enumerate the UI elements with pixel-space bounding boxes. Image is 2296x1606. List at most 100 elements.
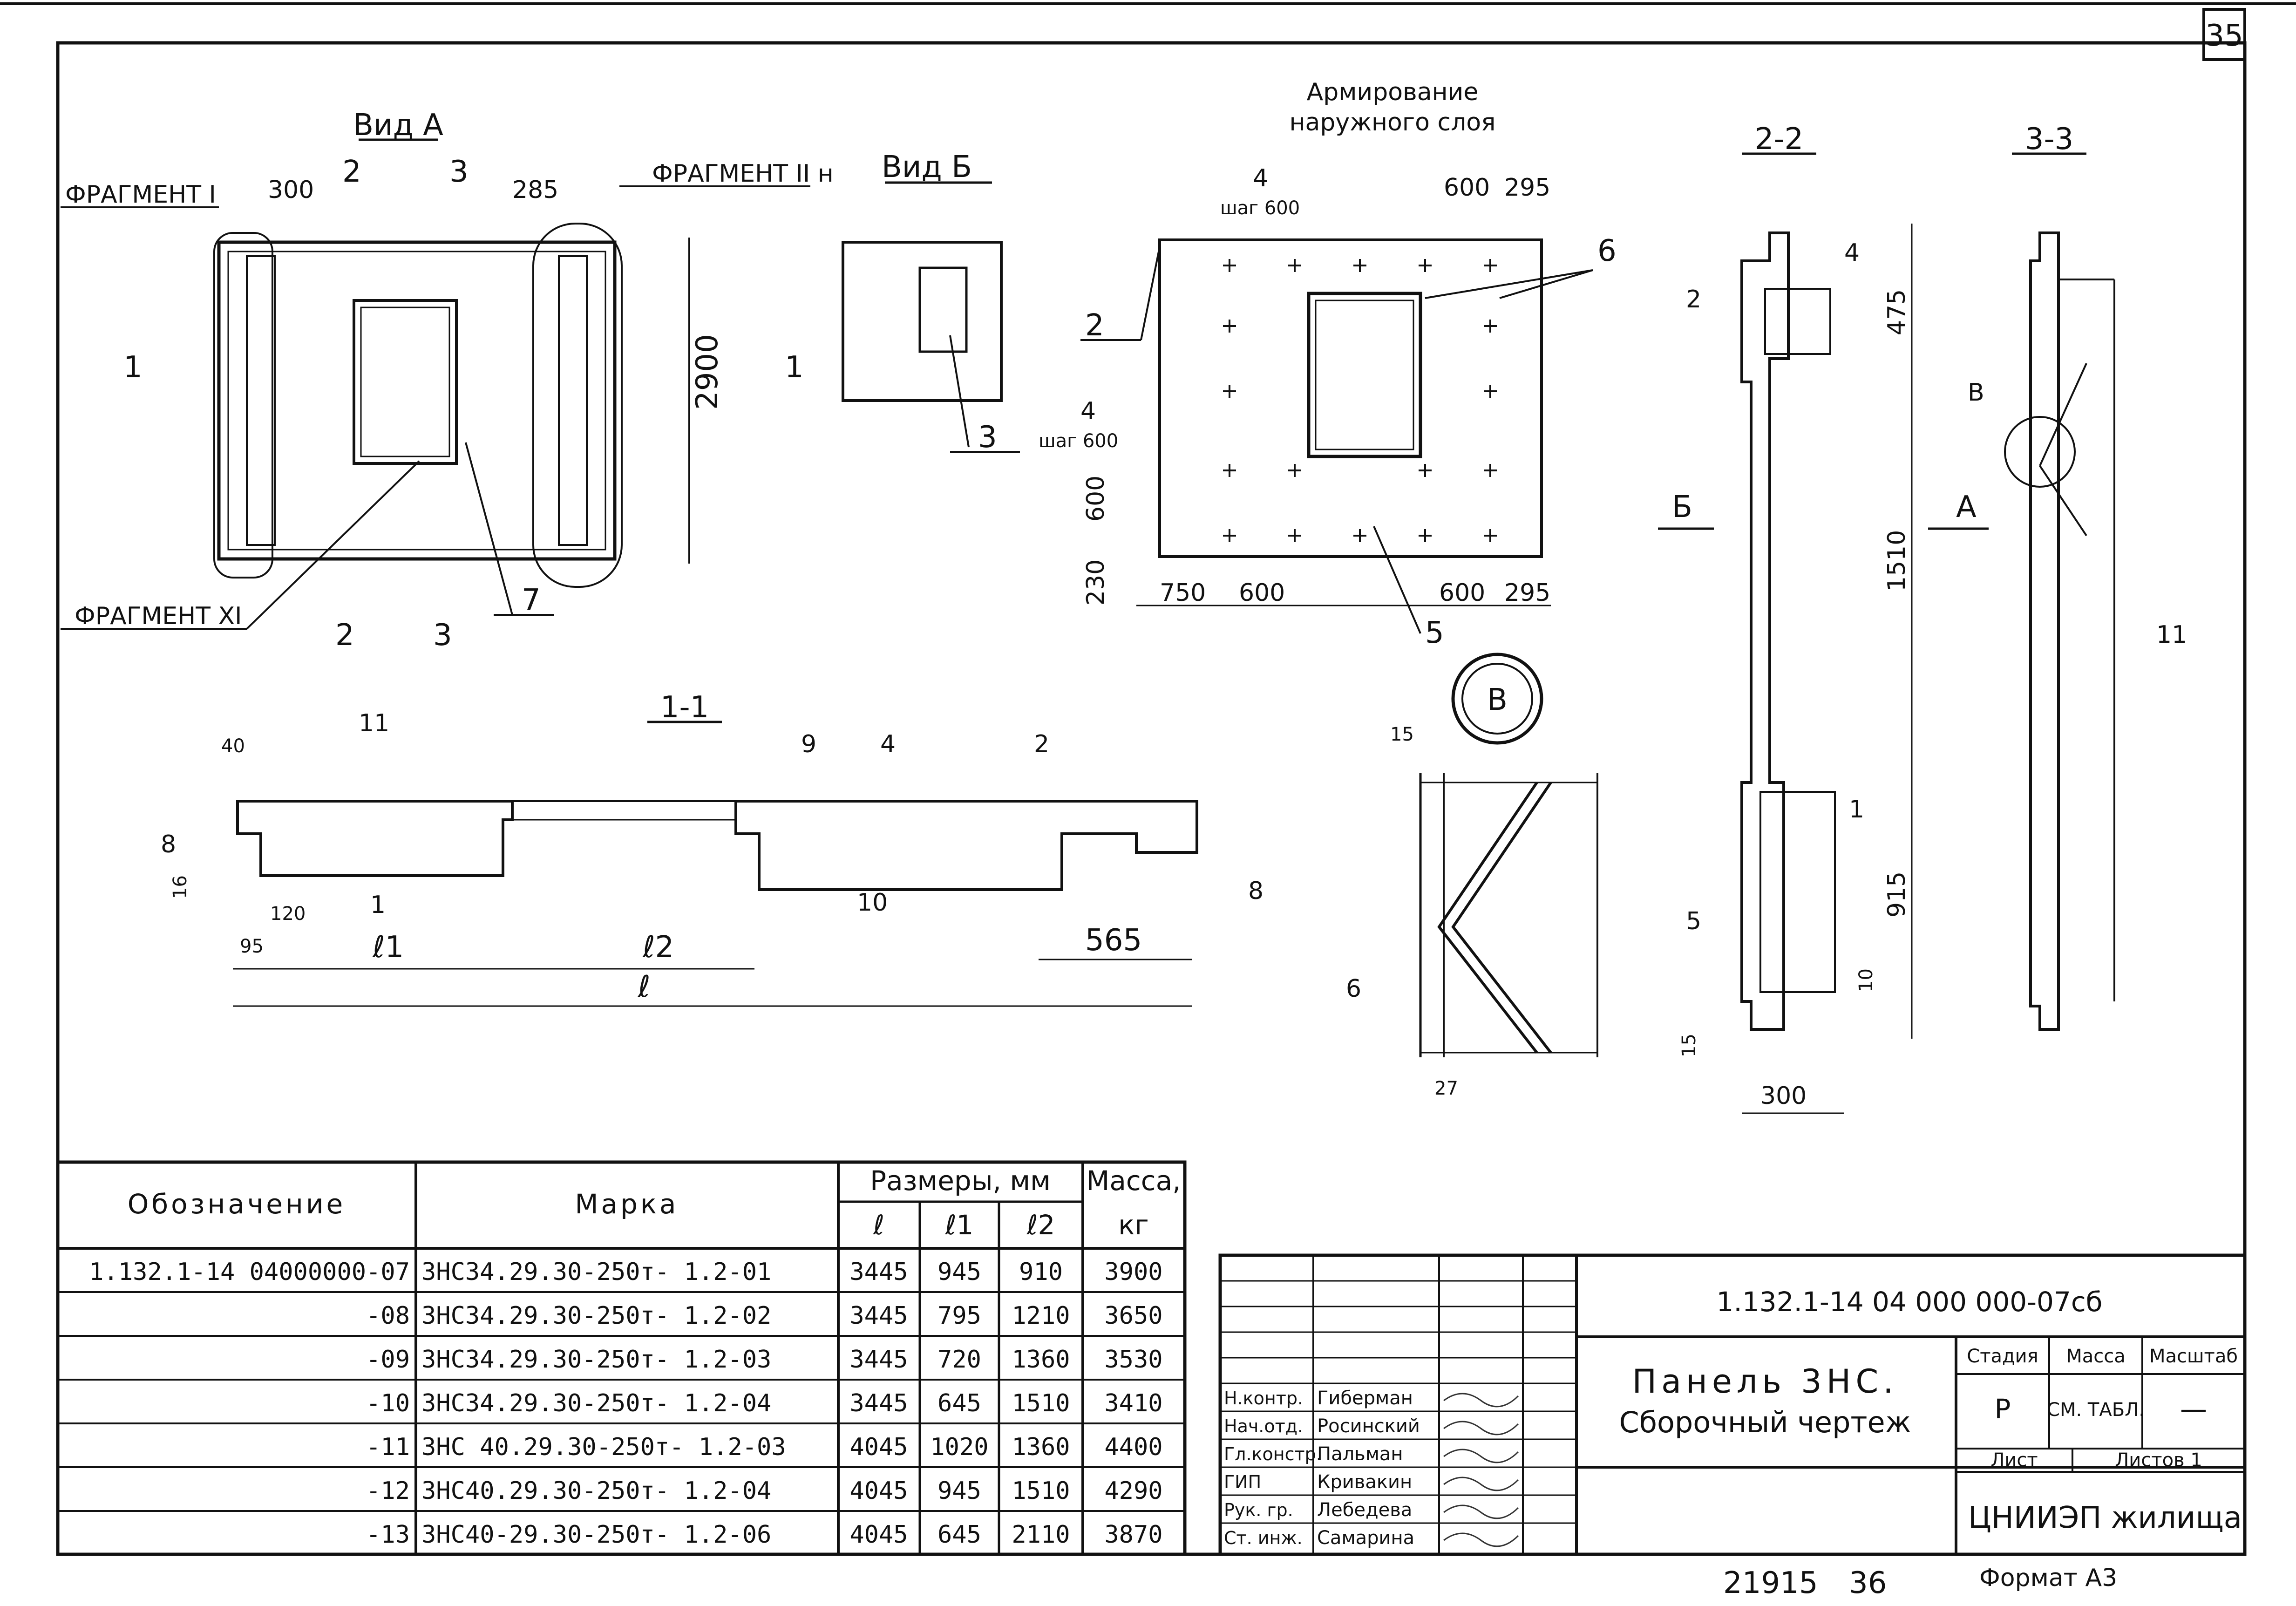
signature-mark <box>1443 1421 1519 1436</box>
signature-role: Рук. гр. <box>1224 1500 1293 1520</box>
th-mass: Масса, <box>1086 1165 1181 1197</box>
th-l2: ℓ2 <box>1026 1209 1055 1241</box>
fragment-2-label: ФРАГМЕНТ II н <box>652 160 834 188</box>
title-line-2: Сборочный чертеж <box>1619 1405 1911 1439</box>
row-l1: 720 <box>937 1346 981 1374</box>
fragment-1-outline <box>213 232 273 578</box>
callout-v: В <box>1968 379 1984 407</box>
mass-label: Масса <box>2066 1346 2126 1367</box>
dim-300: 300 <box>268 176 314 204</box>
callout-9: 9 <box>801 730 816 758</box>
callout-step-top: шаг 600 <box>1220 197 1300 219</box>
arrow-label-b: Б <box>1672 490 1692 524</box>
dim-915: 915 <box>1883 871 1911 918</box>
section-2-2-title: 2-2 <box>1755 122 1804 157</box>
callout-4-s22: 4 <box>1844 239 1860 267</box>
row-l: 4045 <box>849 1521 908 1549</box>
stage-label: Стадия <box>1967 1346 2038 1367</box>
row-mass: 4290 <box>1104 1477 1162 1505</box>
callout-2-section: 2 <box>1034 730 1049 758</box>
dim-l2: ℓ2 <box>642 930 674 965</box>
mesh-node <box>1484 320 1497 333</box>
mesh-node <box>1288 529 1301 542</box>
signature-mark <box>1443 1532 1519 1547</box>
row-l1: 645 <box>937 1389 981 1417</box>
row-l2: 1210 <box>1012 1302 1070 1330</box>
section-1-1-right-part <box>734 800 1198 891</box>
th-mark: Марка <box>575 1188 679 1220</box>
section-1-1-title: 1-1 <box>660 690 709 725</box>
row-l: 3445 <box>849 1346 908 1374</box>
callout-4-top: 4 <box>1253 164 1268 192</box>
row-designation: -09 <box>366 1346 410 1374</box>
callout-4-section: 4 <box>880 730 896 758</box>
row-designation: -13 <box>366 1521 410 1549</box>
fragment-11-label: ФРАГМЕНТ XI <box>75 602 242 630</box>
row-mark: 3НС34.29.30-250т- 1.2-02 <box>421 1302 771 1330</box>
row-l: 3445 <box>849 1258 908 1286</box>
mesh-node <box>1484 529 1497 542</box>
mesh-node <box>1484 464 1497 477</box>
callout-10: 10 <box>857 889 888 917</box>
signature-name: Самарина <box>1317 1527 1414 1549</box>
callout-11-s33: 11 <box>2156 621 2187 649</box>
th-l1: ℓ1 <box>945 1209 974 1241</box>
row-l2: 1510 <box>1012 1389 1070 1417</box>
signature-role: Нач.отд. <box>1224 1416 1303 1436</box>
fragment-1-label: ФРАГМЕНТ I <box>65 181 216 209</box>
section-3-3: 3-3 В 11 <box>1968 122 2187 1031</box>
row-l2: 2110 <box>1012 1521 1070 1549</box>
signature-role: ГИП <box>1224 1472 1261 1492</box>
dim-15-detail: 15 <box>1390 724 1414 745</box>
section-mark-2-bottom: 2 <box>335 618 354 653</box>
footer-number: 21915 <box>1723 1566 1818 1600</box>
row-designation: -12 <box>366 1477 410 1505</box>
signature-name: Кривакин <box>1317 1471 1412 1493</box>
row-l1: 945 <box>937 1258 981 1286</box>
title-line-1: Панель 3НС. <box>1632 1362 1898 1401</box>
dim-27: 27 <box>1434 1078 1458 1099</box>
dim-565: 565 <box>1085 923 1142 958</box>
row-l: 3445 <box>849 1302 908 1330</box>
mesh-node <box>1223 529 1236 542</box>
signature-name: Гиберман <box>1317 1388 1413 1409</box>
mesh-node <box>1484 385 1497 398</box>
spec-table: Обозначение Марка Размеры, мм Масса, ℓ ℓ… <box>56 1160 1187 1556</box>
row-l1: 1020 <box>930 1433 988 1461</box>
th-kg: кг <box>1118 1209 1149 1241</box>
detail-v: В 6 15 27 <box>1346 653 1598 1099</box>
callout-step-left: шаг 600 <box>1039 430 1118 452</box>
row-mark: 3НС34.29.30-250т- 1.2-01 <box>421 1258 771 1286</box>
section-mark-2-top: 2 <box>342 155 361 189</box>
mesh-node <box>1419 464 1432 477</box>
row-l2: 1360 <box>1012 1433 1070 1461</box>
dim-l1: ℓ1 <box>372 930 404 965</box>
section-1-1-left-part <box>236 800 514 877</box>
reinforcement-panel <box>1158 238 1543 558</box>
mesh-node <box>1288 259 1301 272</box>
dim-600-bottom: 600 <box>1239 579 1285 607</box>
reinforcement-title-2: наружного слоя <box>1290 109 1496 136</box>
signature-mark <box>1443 1449 1519 1463</box>
sheet-number-box <box>2202 8 2246 61</box>
row-l2: 910 <box>1019 1258 1063 1286</box>
arrow-label-a: А <box>1956 490 1977 524</box>
dim-295-bottom: 295 <box>1504 579 1550 607</box>
dim-95: 95 <box>240 936 264 957</box>
dim-16: 16 <box>170 875 191 899</box>
callout-3: 3 <box>978 420 997 455</box>
sheets-label: Листов 1 <box>2115 1449 2202 1471</box>
mesh-marks <box>1223 259 1497 542</box>
callout-1-s22: 1 <box>1849 796 1864 823</box>
signature-role: Н.контр. <box>1224 1388 1303 1409</box>
signature-role: Гл.констр. <box>1224 1444 1322 1464</box>
signature-name: Пальман <box>1317 1443 1403 1465</box>
scale-label: Масштаб <box>2149 1346 2238 1367</box>
row-l: 4045 <box>849 1477 908 1505</box>
row-mass: 3650 <box>1104 1302 1162 1330</box>
row-mass: 4400 <box>1104 1433 1162 1461</box>
view-b-title: Вид Б <box>882 150 972 184</box>
